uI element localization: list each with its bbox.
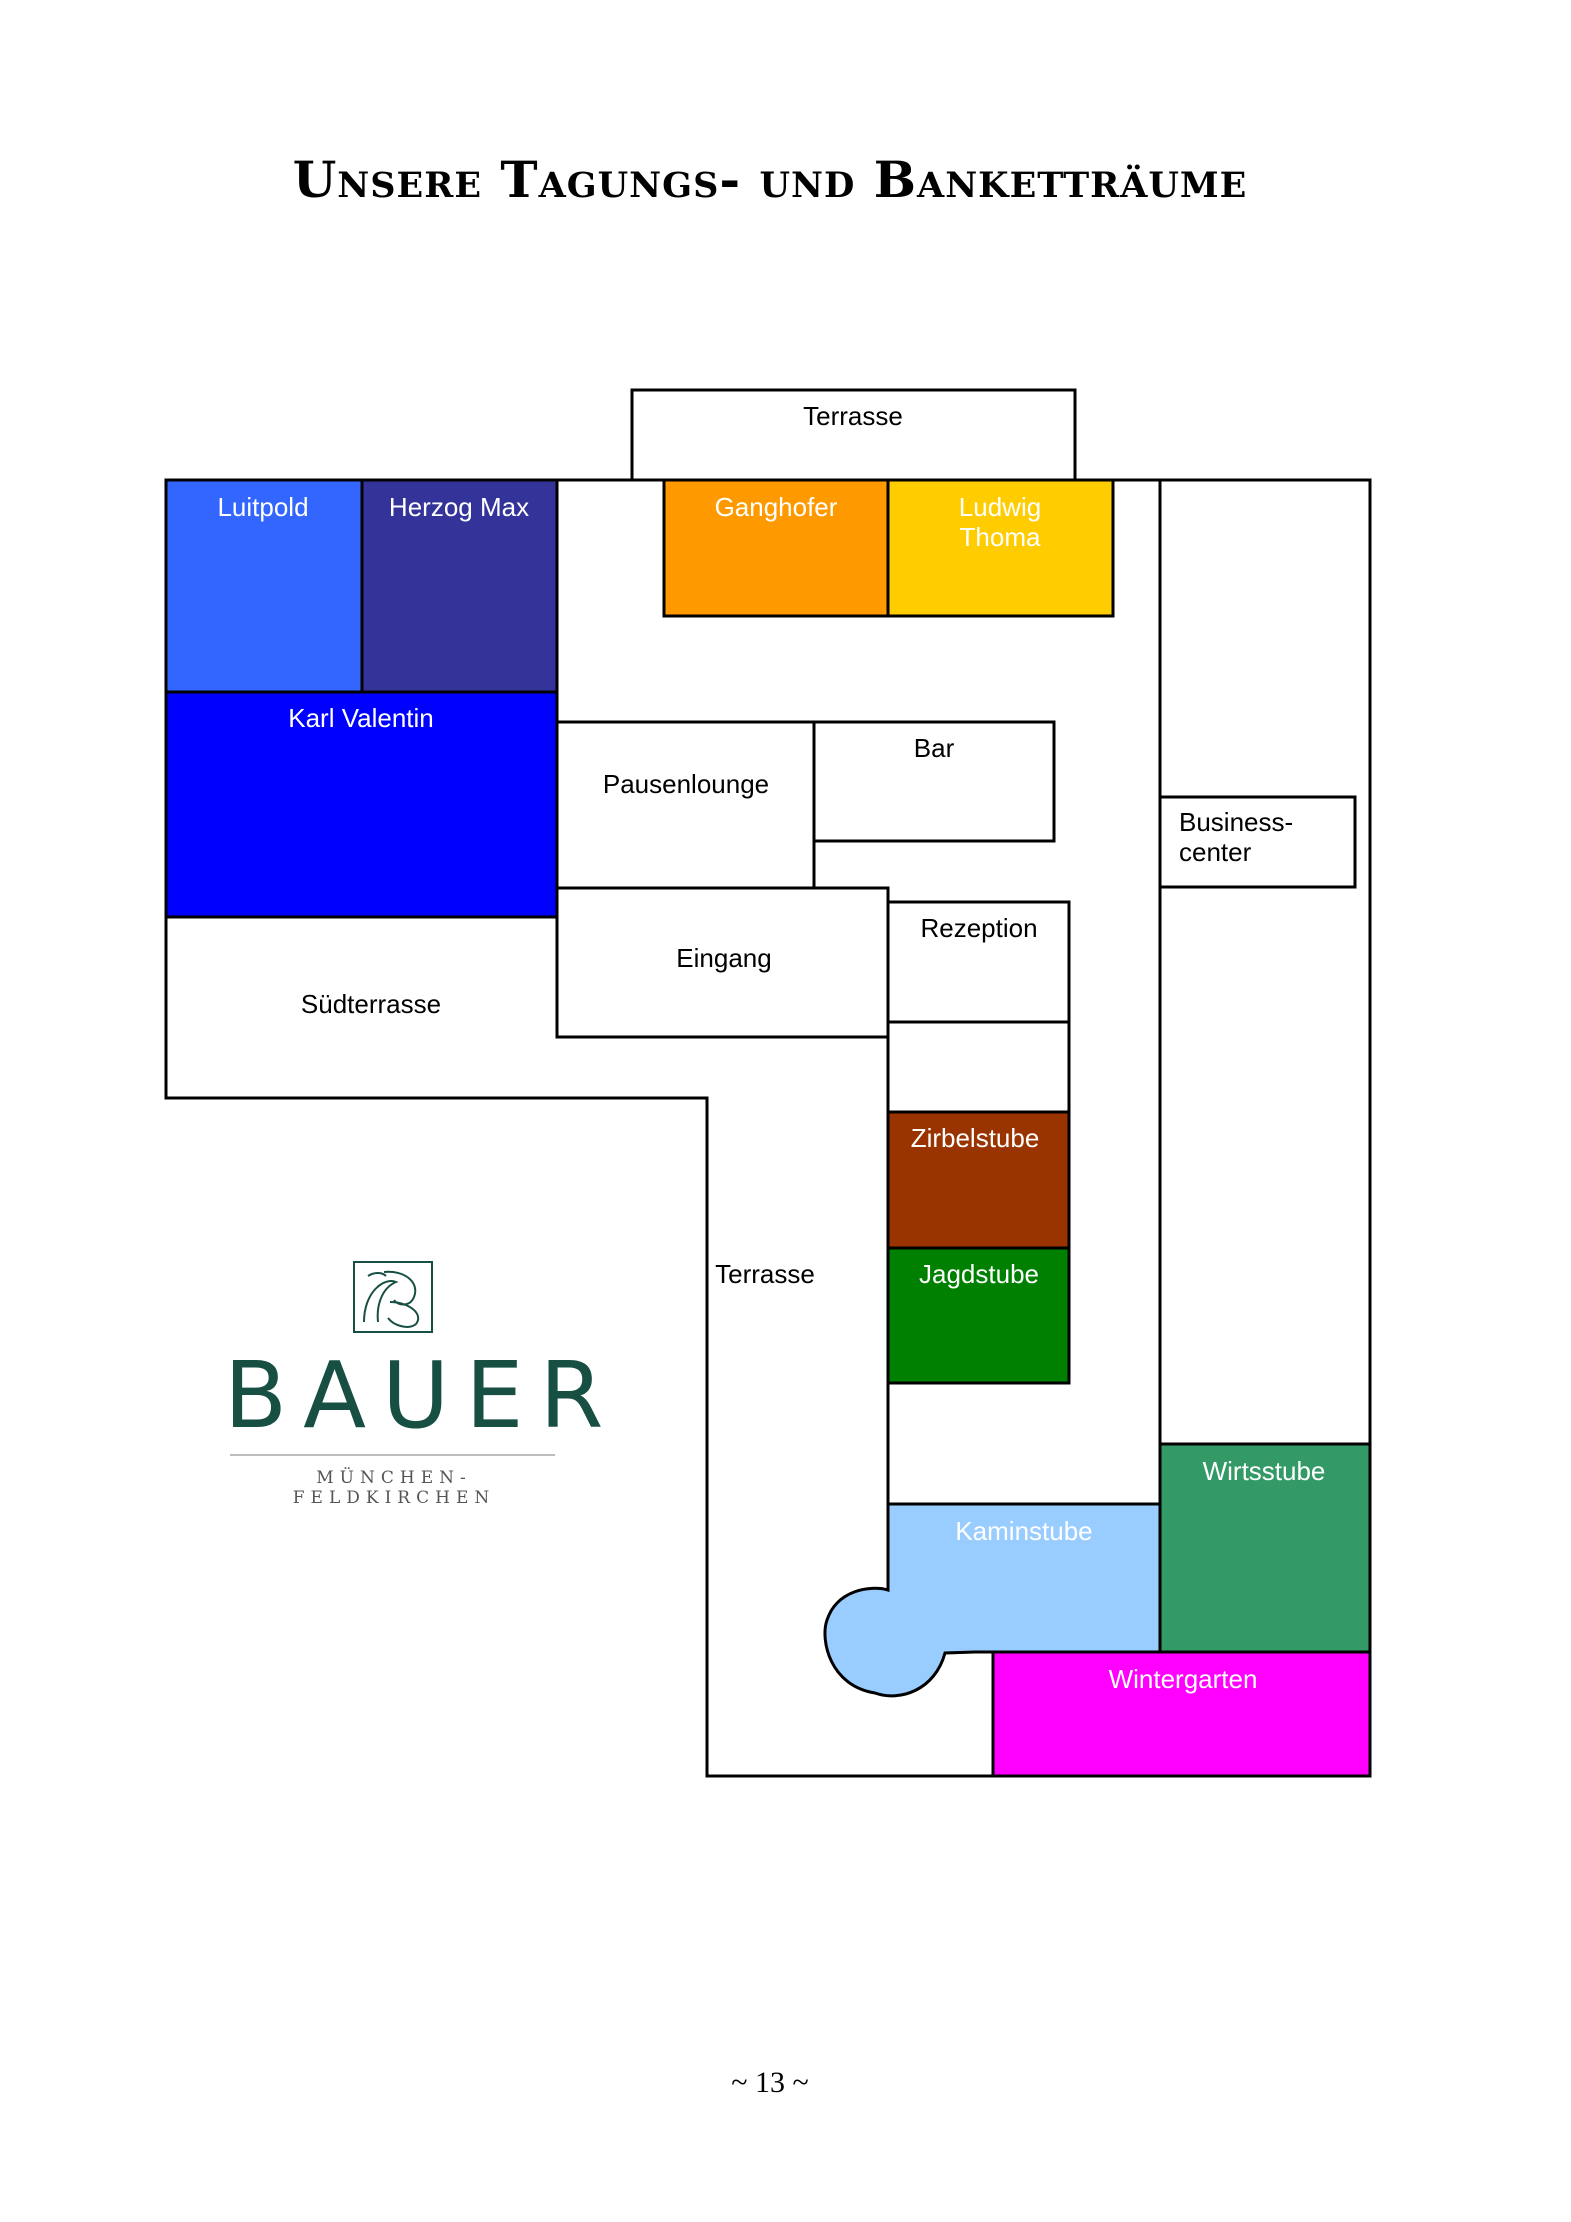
logo-divider bbox=[230, 1454, 555, 1456]
page-number: ~ 13 ~ bbox=[731, 2066, 809, 2099]
room-wirtsstube bbox=[1158, 1442, 1372, 1654]
room-service bbox=[886, 1020, 1071, 1114]
room-kaminstube bbox=[823, 1502, 1162, 1698]
label-herzog-max: Herzog Max bbox=[389, 492, 529, 522]
logo-wordmark: BAUER bbox=[224, 1342, 620, 1449]
label-luitpold: Luitpold bbox=[217, 492, 308, 522]
room-businesscenter bbox=[1158, 795, 1357, 889]
east-wing bbox=[1158, 478, 1372, 1446]
label-wirtsstube: Wirtsstube bbox=[1203, 1456, 1326, 1486]
label-karl-valentin: Karl Valentin bbox=[288, 703, 434, 733]
label-ludwig-thoma-2: Thoma bbox=[960, 522, 1041, 552]
room-ludwig-thoma bbox=[886, 478, 1115, 618]
room-terrasse-top bbox=[630, 388, 1077, 482]
bauer-monogram-icon bbox=[353, 1261, 433, 1333]
logo-subtitle: MÜNCHEN-FELDKIRCHEN bbox=[292, 1468, 496, 1508]
room-zirbelstube bbox=[886, 1110, 1071, 1250]
label-wintergarten: Wintergarten bbox=[1109, 1664, 1258, 1694]
room-wintergarten bbox=[991, 1650, 1372, 1778]
label-suedterrasse: Südterrasse bbox=[301, 989, 441, 1019]
label-rezeption: Rezeption bbox=[920, 913, 1037, 943]
label-businesscenter-2: center bbox=[1179, 837, 1252, 867]
room-herzog-max bbox=[360, 478, 559, 694]
label-zirbelstube: Zirbelstube bbox=[911, 1123, 1040, 1153]
label-terrasse-top: Terrasse bbox=[803, 401, 903, 431]
label-eingang: Eingang bbox=[676, 943, 771, 973]
room-pausenlounge bbox=[555, 720, 816, 890]
label-ganghofer: Ganghofer bbox=[715, 492, 838, 522]
label-bar: Bar bbox=[914, 733, 955, 763]
label-terrasse-mid: Terrasse bbox=[715, 1259, 815, 1289]
room-jagdstube bbox=[886, 1246, 1071, 1385]
label-kaminstube: Kaminstube bbox=[955, 1516, 1092, 1546]
label-businesscenter-1: Business- bbox=[1179, 807, 1293, 837]
label-pausenlounge: Pausenlounge bbox=[603, 769, 769, 799]
label-ludwig-thoma-1: Ludwig bbox=[959, 492, 1041, 522]
label-jagdstube: Jagdstube bbox=[919, 1259, 1039, 1289]
room-bar bbox=[812, 720, 1056, 843]
page-title: Unsere Tagungs- und Banketträume bbox=[292, 150, 1248, 209]
